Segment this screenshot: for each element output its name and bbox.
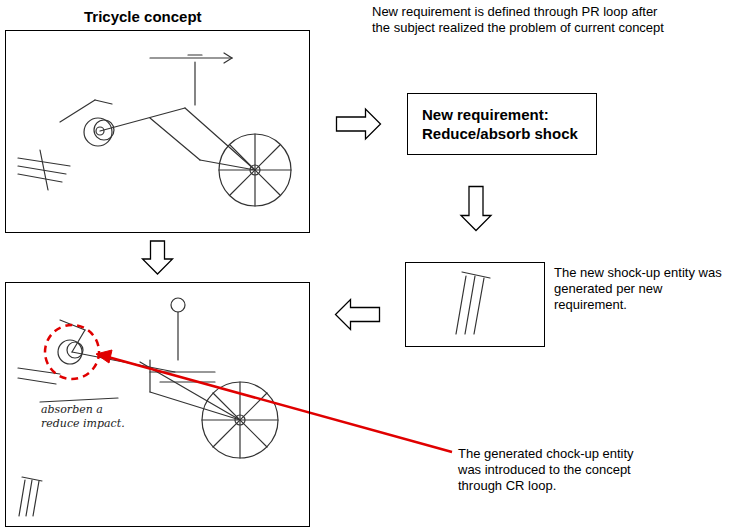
requirement-box: New requirement: Reduce/absorb shock [407, 93, 597, 155]
node-text: Tricycle concept [84, 8, 202, 25]
revised-concept-box: absorben a reduce impact. [5, 282, 310, 527]
block-arrow [336, 300, 380, 330]
block-arrow [143, 241, 173, 274]
concept-sketch-box: Tricycle concept [5, 30, 310, 233]
entity-sketch-box: The new shock-up entity was generated pe… [405, 262, 545, 347]
block-arrow [337, 109, 381, 139]
block-arrow [461, 187, 491, 231]
node-text: The new shock-up entity was generated pe… [554, 265, 722, 313]
callout-note: The generated chock-up entity was introd… [458, 446, 650, 494]
node-text: New requirement: Reduce/absorb shock [422, 105, 582, 143]
process-note: New requirement is defined through PR lo… [372, 4, 672, 36]
node-text: absorben a reduce impact. [41, 403, 133, 431]
